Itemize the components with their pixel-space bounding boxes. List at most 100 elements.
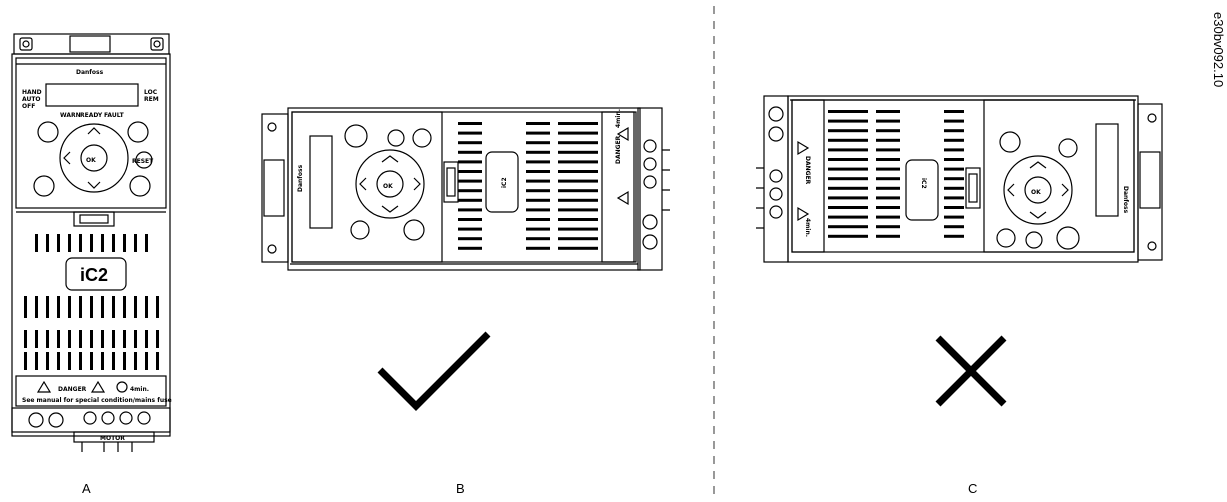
vent-slot [134,352,137,370]
vent-slot [526,160,550,164]
vent-slot [828,215,868,219]
vent-slot [134,234,137,252]
drive-a-vent-slots [24,234,159,370]
vent-slot [458,246,482,250]
vent-slot [526,237,550,241]
drive-c-brand: Danfoss [1122,186,1129,214]
vent-slot [145,296,148,318]
vent-slot [944,177,964,181]
drive-a-product-logo: iC2 [80,265,108,285]
figure-code: e30bv092.10 [1211,12,1226,87]
vent-slot [526,170,550,173]
vent-slot [944,110,964,113]
cross-mark-icon [935,335,1007,407]
vent-slot [458,170,482,173]
vent-slot [558,218,598,221]
drive-a-auto-label: AUTO [22,96,41,103]
vent-slot [828,206,868,209]
vent-slot [876,119,900,123]
vent-slot [828,148,868,152]
vent-slot [458,131,482,135]
vent-slot [828,225,868,229]
vent-slot [90,234,93,252]
vent-slot [101,234,104,252]
label-b: B [456,481,465,496]
label-a: A [82,481,91,496]
vent-slot [90,296,93,318]
vent-slot [145,234,148,252]
vent-slot [24,352,27,370]
vent-slot [156,330,159,348]
vent-slot [123,330,126,348]
vent-slot [57,330,60,348]
vent-slot [57,296,60,318]
vent-slot [57,352,60,370]
vent-slot [156,352,159,370]
drive-c-time-label: 4min. [804,218,811,237]
vent-slot [828,186,868,190]
drive-c-product-logo: iC2 [920,178,927,189]
drive-a-hand-label: HAND [22,89,42,96]
vent-slot [526,246,550,250]
check-mark-icon [377,331,491,411]
vent-slot [46,296,49,318]
vent-slot [68,234,71,252]
vent-slot [458,189,482,193]
drive-c-danger-label: DANGER [804,156,811,185]
vent-slot [57,234,60,252]
vent-slot [526,131,550,135]
vent-slot [558,208,598,212]
vent-slot [112,330,115,348]
drive-b-time-label: 4min. [615,109,622,128]
vent-slot [944,206,964,209]
vent-slot [944,215,964,219]
vent-slot [876,215,900,219]
vent-slot [112,296,115,318]
drive-a-vertical [11,33,171,452]
drive-a-ready-label: READY [80,112,103,119]
vent-slot [68,296,71,318]
vent-slot [876,196,900,200]
vent-slot [526,141,550,145]
vent-slot [101,296,104,318]
vent-slot [68,330,71,348]
vent-slot [876,138,900,142]
vent-slot [68,352,71,370]
vent-slot [526,150,550,154]
vent-slot [876,167,900,171]
vent-slot [90,352,93,370]
vent-slot [526,198,550,202]
drive-c-horizontal-inverted [756,95,1163,263]
vent-slot [828,234,868,238]
vent-slot [944,138,964,142]
vent-slot [876,186,900,190]
drive-a-ok-label: OK [86,157,96,164]
vent-slot [134,330,137,348]
vent-slot [828,177,868,181]
drive-b-ok-label: OK [383,183,393,190]
drive-a-warning-note: See manual for special condition/mains f… [22,397,172,404]
vent-slot [828,196,868,200]
vent-slot [876,234,900,238]
vent-slot [145,330,148,348]
vent-slot [123,234,126,252]
vent-slot [558,179,598,183]
vent-slot [558,122,598,125]
drive-a-fault-label: FAULT [104,112,125,119]
vent-slot [458,122,482,125]
drive-a-reset-label: RESET [132,158,154,165]
vent-slot [458,141,482,145]
vent-slot [944,167,964,171]
vent-slot [46,352,49,370]
vent-slot [558,150,598,154]
label-c: C [968,481,977,496]
vent-slot [123,296,126,318]
vent-slot [458,208,482,212]
vent-slot [944,234,964,238]
vent-slot [944,196,964,200]
vent-slot [558,141,598,145]
vent-slot [156,296,159,318]
vent-slot [35,234,38,252]
vent-slot [526,227,550,231]
vent-slot [79,296,82,318]
